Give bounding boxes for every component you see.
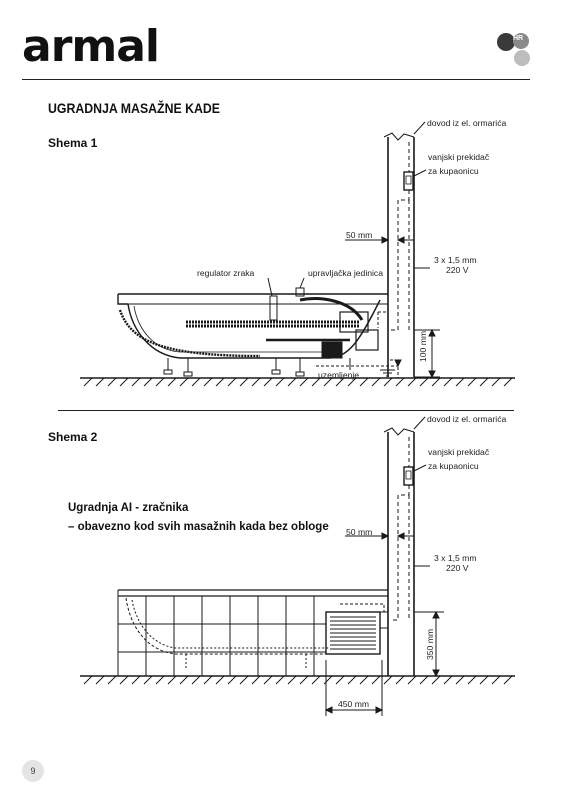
scheme1-drawing [80, 121, 515, 387]
scheme1-cable-label-1: 3 x 1,5 mm [434, 255, 477, 265]
scheme2-drawing [80, 416, 515, 716]
registered-mark: ® [150, 30, 156, 39]
scheme1-supply-label: dovod iz el. ormarića [427, 118, 507, 128]
scheme2-switch-label-1: vanjski prekidač [428, 447, 490, 457]
scheme2-supply-label: dovod iz el. ormarića [427, 414, 507, 424]
scheme1-control-unit-label: upravljačka jedinica [308, 268, 383, 278]
scheme2-switch-label-2: za kupaonicu [428, 461, 479, 471]
scheme2-note-line2: – obavezno kod svih masažnih kada bez ob… [68, 521, 329, 533]
scheme1-grounding-label: uzemljenje [318, 370, 360, 380]
scheme2-cable-label-2: 220 V [446, 563, 469, 573]
scheme1-title: Shema 1 [48, 136, 98, 150]
scheme1-switch-label-1: vanjski prekidač [428, 152, 490, 162]
scheme2-distance-label: 50 mm [346, 527, 373, 537]
scheme2-width-label: 450 mm [338, 699, 370, 709]
scheme2-cable-label-1: 3 x 1,5 mm [434, 553, 477, 563]
scheme1-height-label: 100 mm [418, 330, 428, 362]
language-badge: HR [513, 35, 524, 42]
section-title: UGRADNJA MASAŽNE KADE [48, 100, 221, 116]
scheme1-distance-label: 50 mm [346, 230, 373, 240]
scheme2-height-label: 350 mm [425, 628, 435, 660]
scheme1-cable-label-2: 220 V [446, 265, 469, 275]
brand-logo: armal [22, 21, 160, 72]
scheme2-title: Shema 2 [48, 430, 98, 444]
scheme2-note-line1: Ugradnja AI - zračnika [68, 502, 189, 514]
page-number: 9 [22, 760, 44, 782]
language-badge-icon [497, 33, 530, 66]
scheme-divider [58, 410, 514, 411]
scheme1-switch-label-2: za kupaonicu [428, 166, 479, 176]
header-divider [22, 79, 530, 80]
scheme1-air-regulator-label: regulator zraka [197, 268, 255, 278]
